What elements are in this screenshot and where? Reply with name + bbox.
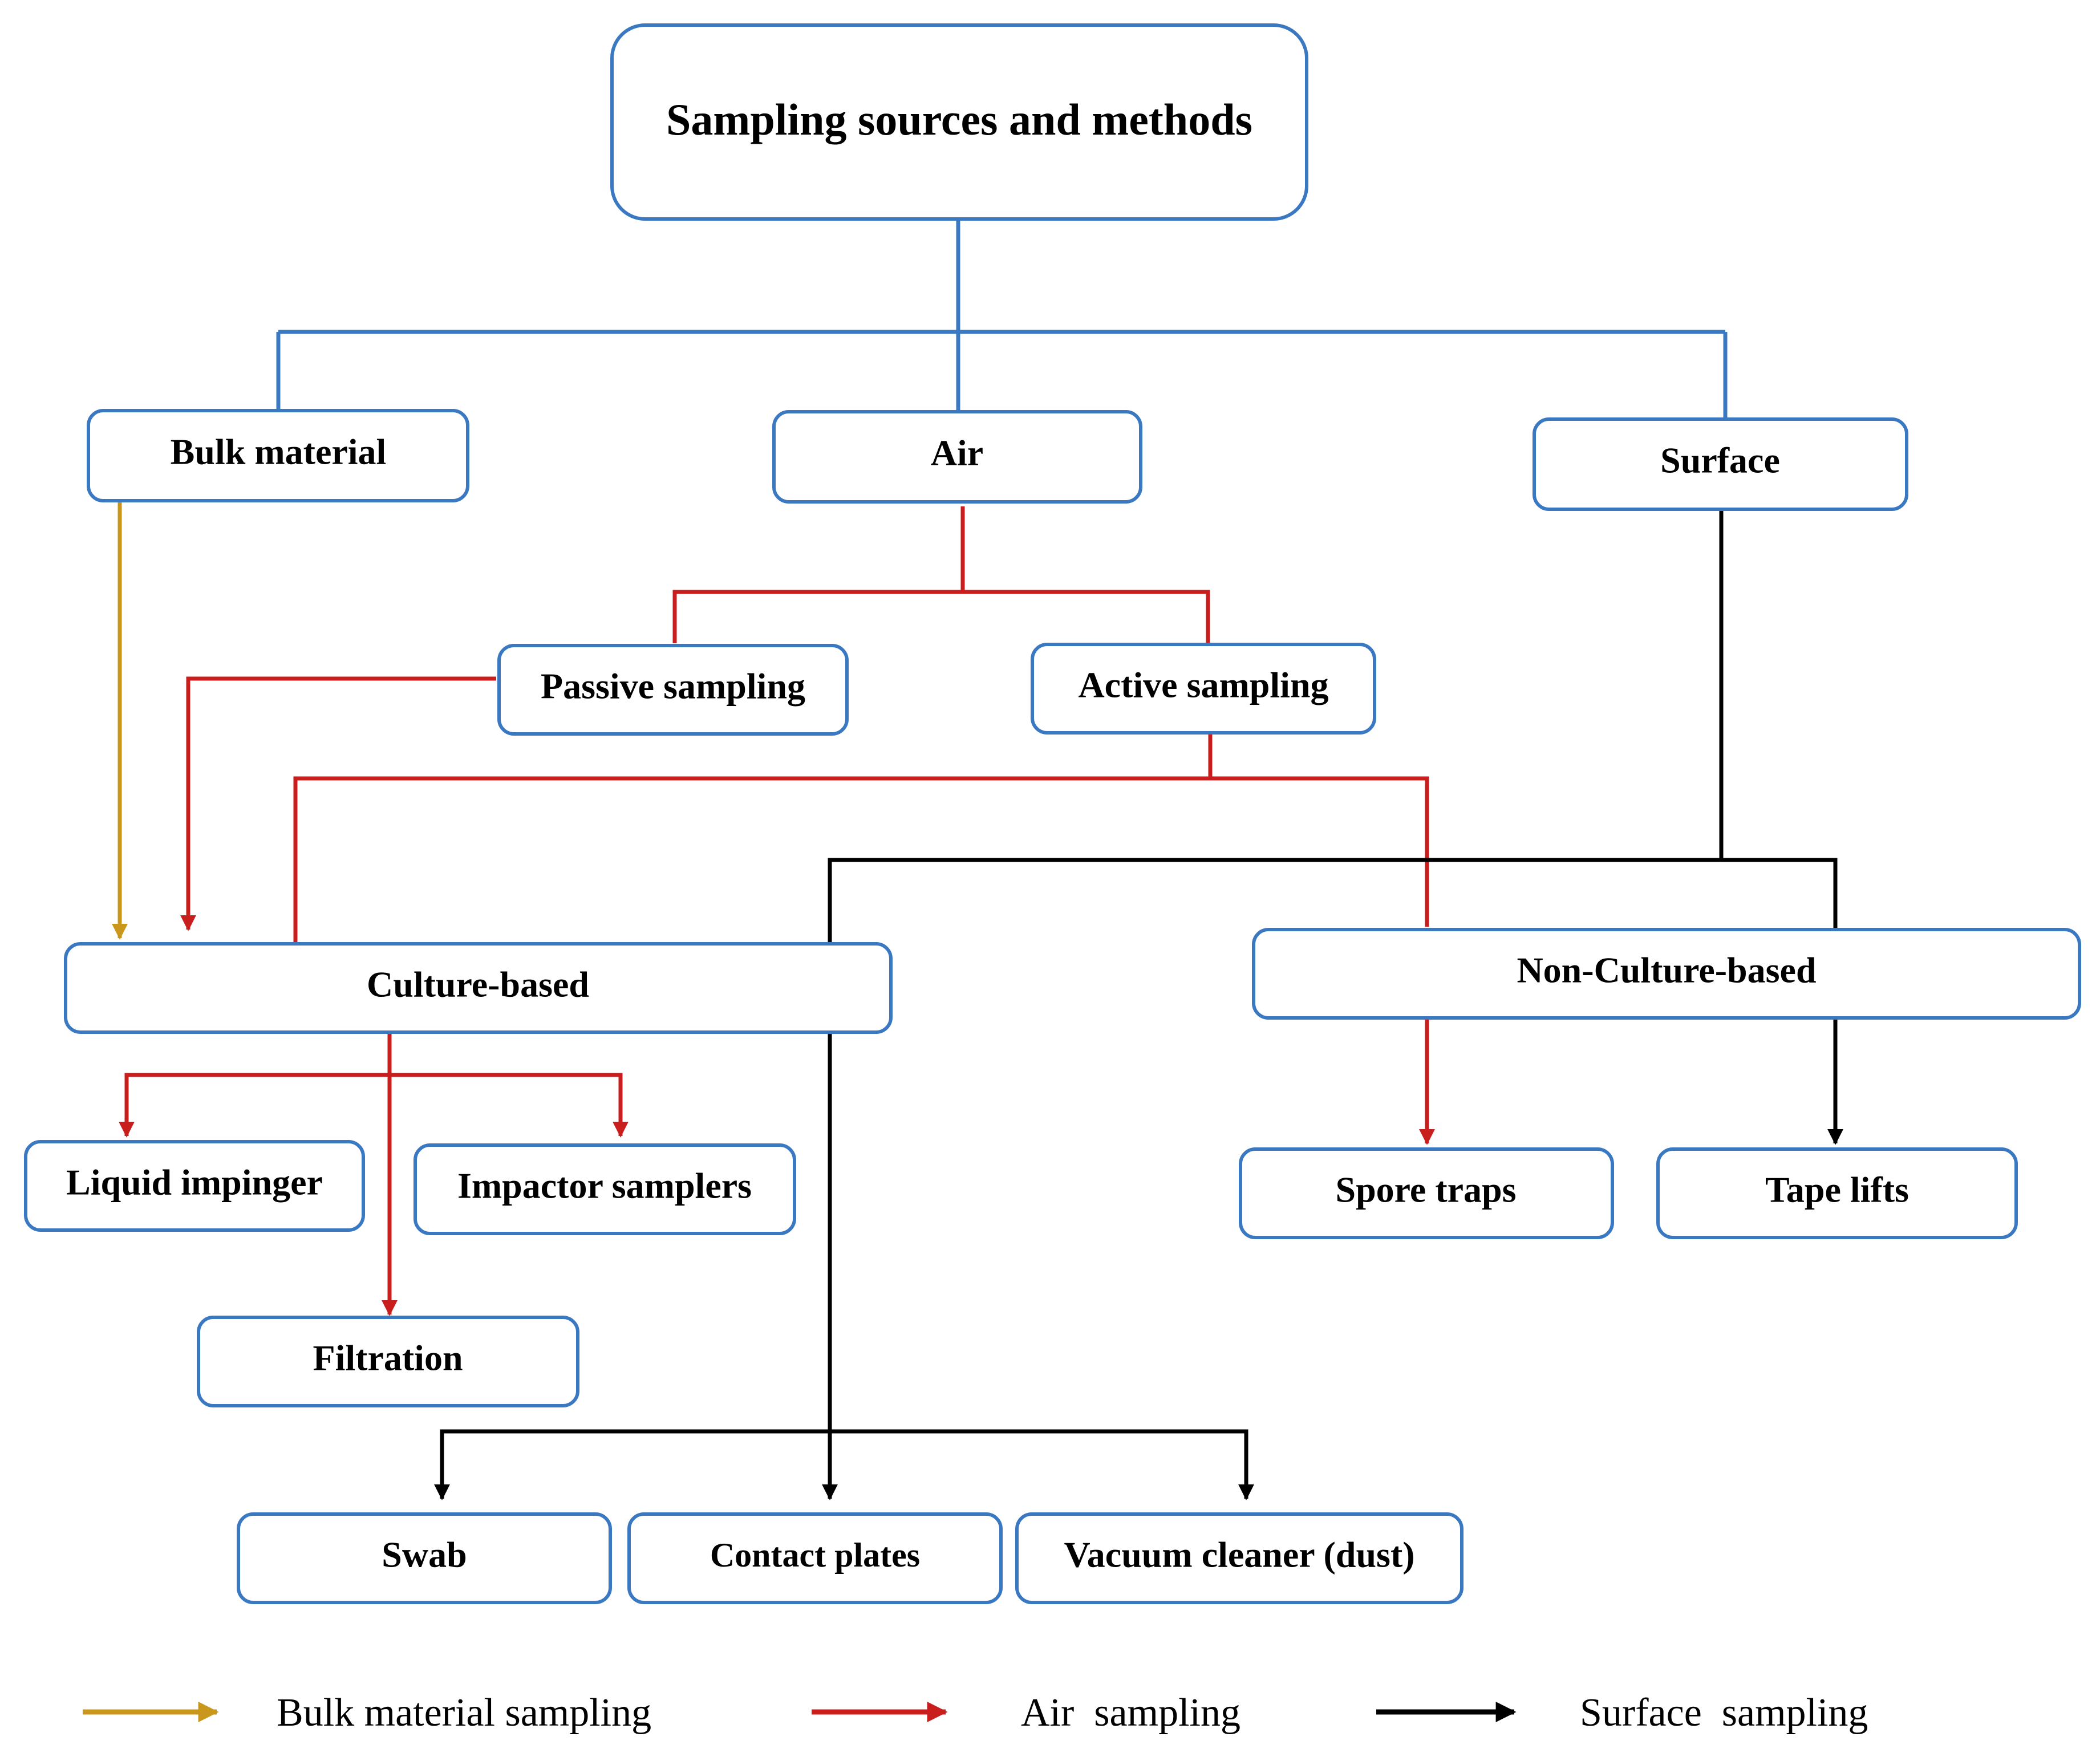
culture-red-bus — [124, 1073, 623, 1132]
legend: Bulk material sampling Air sampling Surf… — [83, 1691, 1868, 1735]
passive-to-culture-arrow — [180, 676, 496, 931]
method-vacuum-cleaner: Vacuum cleaner (dust) — [1015, 1512, 1463, 1604]
legend-item-surface: Surface sampling — [1376, 1691, 1868, 1735]
legend-air-label: Air sampling — [1021, 1691, 1240, 1735]
surface-lower-bus — [440, 1429, 1248, 1467]
surface-connectors — [434, 508, 1843, 1500]
source-bulk-material: Bulk material — [87, 409, 469, 502]
legend-item-bulk: Bulk material sampling — [83, 1691, 651, 1735]
culture-based-label: Culture-based — [367, 964, 589, 1005]
liquid-impinger-label: Liquid impinger — [66, 1162, 323, 1203]
category-culture-based: Culture-based — [64, 942, 893, 1034]
non-culture-based-label: Non-Culture-based — [1517, 950, 1816, 991]
method-contact-plates: Contact plates — [627, 1512, 1003, 1604]
category-non-culture-based: Non-Culture-based — [1252, 928, 2081, 1020]
method-impactor-samplers: Impactor samplers — [413, 1143, 796, 1235]
air-split — [672, 590, 1210, 643]
air-label: Air — [931, 433, 983, 473]
title-node: Sampling sources and methods — [610, 23, 1308, 221]
active-sampling-label: Active sampling — [1078, 665, 1328, 705]
method-spore-traps: Spore traps — [1239, 1147, 1614, 1239]
swab-label: Swab — [382, 1535, 467, 1575]
air-connectors — [119, 506, 1435, 1316]
source-surface: Surface — [1533, 417, 1908, 511]
legend-bulk-label: Bulk material sampling — [277, 1691, 651, 1735]
surface-label: Surface — [1660, 440, 1780, 481]
method-tape-lifts: Tape lifts — [1656, 1147, 2018, 1239]
contact-plates-label: Contact plates — [710, 1536, 920, 1574]
method-active-sampling: Active sampling — [1031, 643, 1376, 735]
vacuum-cleaner-label: Vacuum cleaner (dust) — [1064, 1535, 1414, 1575]
legend-item-air: Air sampling — [812, 1691, 1240, 1735]
source-air: Air — [772, 410, 1142, 504]
title-box — [610, 23, 1308, 221]
bulk-material-label: Bulk material — [171, 432, 387, 472]
title-label: Sampling sources and methods — [666, 95, 1252, 144]
surface-bus — [828, 858, 1838, 947]
method-swab: Swab — [237, 1512, 612, 1604]
spore-traps-label: Spore traps — [1335, 1170, 1516, 1210]
impactor-samplers-label: Impactor samplers — [457, 1166, 752, 1206]
legend-surface-label: Surface sampling — [1580, 1691, 1868, 1735]
method-liquid-impinger: Liquid impinger — [24, 1140, 365, 1232]
method-passive-sampling: Passive sampling — [497, 644, 849, 736]
tape-lifts-label: Tape lifts — [1765, 1170, 1909, 1210]
passive-sampling-label: Passive sampling — [541, 666, 805, 707]
hierarchy-connectors — [276, 220, 1728, 418]
filtration-label: Filtration — [313, 1338, 463, 1378]
method-filtration: Filtration — [197, 1316, 579, 1407]
active-branch — [293, 776, 1429, 942]
